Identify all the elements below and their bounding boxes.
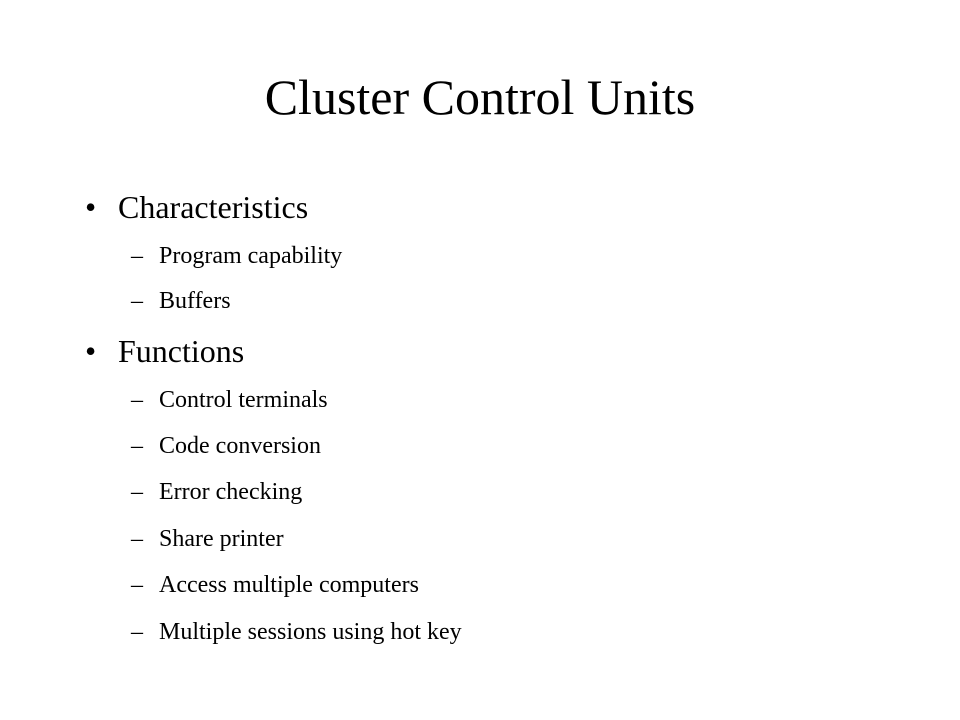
sub-item-access-multiple-computers: –Access multiple computers <box>131 570 419 600</box>
sub-item-label: Code conversion <box>159 433 321 459</box>
sub-item-label: Error checking <box>159 479 303 505</box>
bullet-label: Characteristics <box>118 189 309 225</box>
bullet-characteristics: • Characteristics <box>85 187 308 227</box>
sub-item-label: Buffers <box>159 288 231 314</box>
bullet-icon: • <box>85 189 97 225</box>
sub-item-code-conversion: –Code conversion <box>131 431 321 461</box>
bullet-functions: • Functions <box>85 331 244 371</box>
sub-item-buffers: –Buffers <box>131 286 231 316</box>
dash-icon: – <box>131 433 143 459</box>
sub-item-error-checking: –Error checking <box>131 477 302 507</box>
sub-item-label: Access multiple computers <box>159 572 419 598</box>
dash-icon: – <box>131 387 143 413</box>
sub-item-multiple-sessions: –Multiple sessions using hot key <box>131 617 462 647</box>
sub-item-program-capability: –Program capability <box>131 241 342 271</box>
slide-title: Cluster Control Units <box>264 69 696 125</box>
sub-item-share-printer: –Share printer <box>131 524 284 554</box>
dash-icon: – <box>131 572 143 598</box>
sub-item-control-terminals: –Control terminals <box>131 385 328 415</box>
sub-item-label: Control terminals <box>159 387 328 413</box>
dash-icon: – <box>131 619 143 645</box>
sub-item-label: Share printer <box>159 526 284 552</box>
bullet-label: Functions <box>118 333 245 369</box>
dash-icon: – <box>131 479 143 505</box>
sub-item-label: Program capability <box>159 243 343 269</box>
dash-icon: – <box>131 243 143 269</box>
dash-icon: – <box>131 288 143 314</box>
bullet-icon: • <box>85 333 97 369</box>
sub-item-label: Multiple sessions using hot key <box>159 619 462 645</box>
dash-icon: – <box>131 526 143 552</box>
